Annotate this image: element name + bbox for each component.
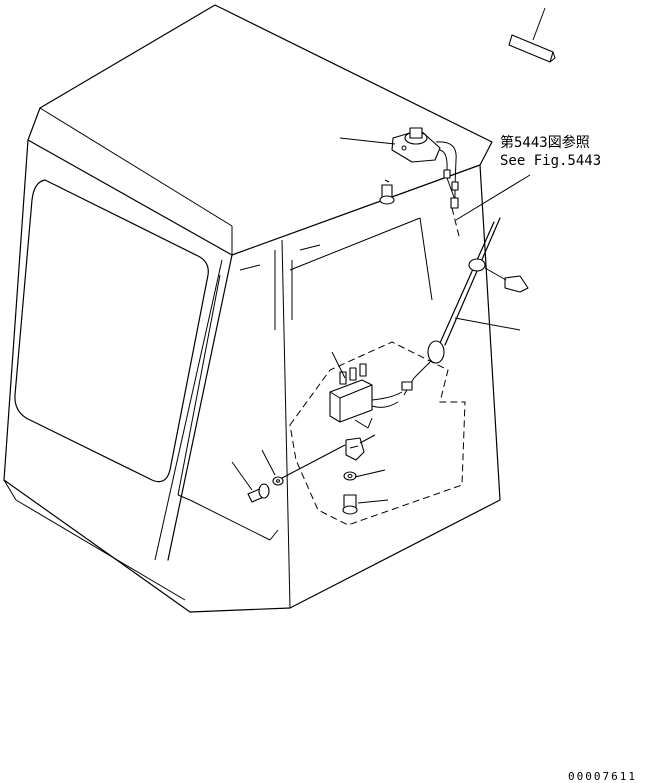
drawing-code: 00007611 [568, 770, 637, 783]
leader-lines [231, 7, 546, 504]
rotary-lamp [379, 127, 459, 209]
reference-jp-label: 第5443図参照 [500, 134, 590, 151]
control-box-outline [289, 207, 466, 526]
reference-en-label: See Fig.5443 [500, 153, 601, 169]
lower-bolt [247, 476, 284, 503]
antenna-rod [401, 217, 529, 396]
bracket-stack [342, 437, 365, 515]
controller-unit [329, 363, 403, 429]
cab-body [3, 4, 501, 613]
label-plate [508, 34, 556, 63]
side-window [14, 179, 209, 483]
